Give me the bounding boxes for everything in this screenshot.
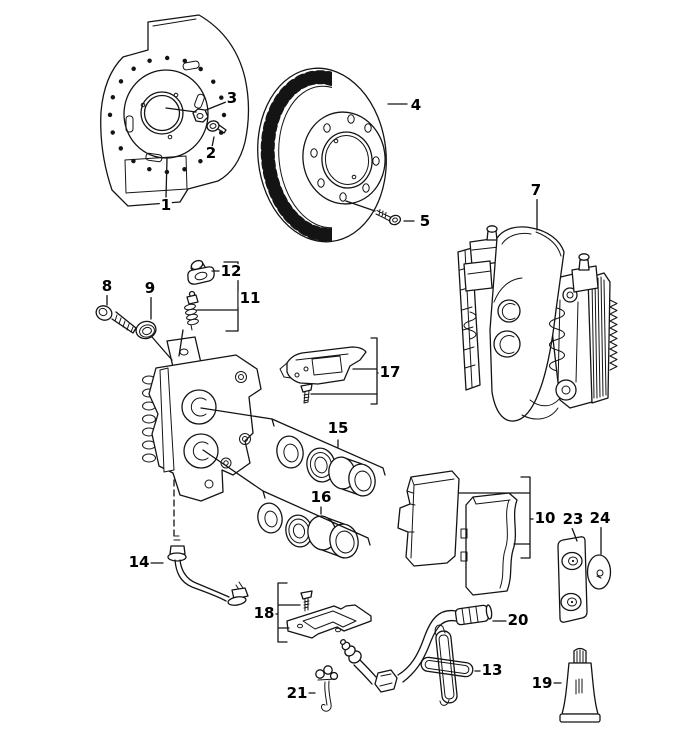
caliper-housing-half-drawing: [142, 336, 262, 502]
part23-damper-plate-drawing: [557, 536, 588, 623]
part1-splash-shield-drawing: [100, 14, 250, 207]
part13-retaining-spring-drawing: [420, 624, 474, 706]
part-callout-12: 12: [219, 262, 243, 281]
part12-dust-cap-drawing: [187, 259, 215, 285]
part21-sensor-pin-drawing: [315, 665, 339, 712]
part11-bleeder-valve-drawing: [184, 290, 199, 331]
part-callout-11: 11: [238, 289, 262, 308]
part9-washer-drawing: [135, 320, 157, 340]
part-callout-20: 20: [506, 611, 530, 630]
part-callout-1: 1: [159, 196, 173, 215]
part19-lubricant-tube-drawing: [559, 647, 601, 723]
part15-repair-kit-drawing: [276, 435, 376, 497]
part-callout-19: 19: [530, 674, 554, 693]
part14-brake-pipe-drawing: [167, 535, 249, 606]
part-callout-4: 4: [409, 96, 423, 115]
part-callout-15: 15: [326, 419, 350, 438]
part-callout-9: 9: [143, 279, 157, 298]
part10-brake-pads-drawing: [397, 470, 518, 596]
part-callout-16: 16: [309, 488, 333, 507]
part24-shim-disc-drawing: [586, 554, 612, 590]
part18-retainer-plate-drawing: [286, 590, 372, 639]
part-callout-2: 2: [204, 144, 218, 163]
part-callout-17: 17: [378, 363, 402, 382]
part-callout-21: 21: [285, 684, 309, 703]
part-callout-3: 3: [225, 89, 239, 108]
part3-nut-drawing: [192, 108, 209, 123]
part-callout-5: 5: [418, 212, 432, 231]
part-callout-24: 24: [588, 509, 612, 528]
part-callout-14: 14: [127, 553, 151, 572]
part8-socket-bolt-drawing: [95, 305, 137, 334]
part-callout-18: 18: [252, 604, 276, 623]
part-callout-23: 23: [561, 510, 585, 529]
part-callout-13: 13: [480, 661, 504, 680]
part7-brake-caliper-drawing: [457, 225, 618, 422]
part2-screw-drawing: [206, 120, 227, 134]
part-callout-10: 10: [533, 509, 557, 528]
part4-brake-disc-drawing: [257, 67, 387, 243]
part20-brake-hose-drawing: [339, 604, 493, 693]
part17-retaining-plate-drawing: [279, 346, 367, 404]
part-callout-8: 8: [100, 277, 114, 296]
part5-countersunk-screw-drawing: [375, 209, 402, 226]
part-callout-7: 7: [529, 181, 543, 200]
part16-repair-kit-drawing: [257, 502, 359, 559]
